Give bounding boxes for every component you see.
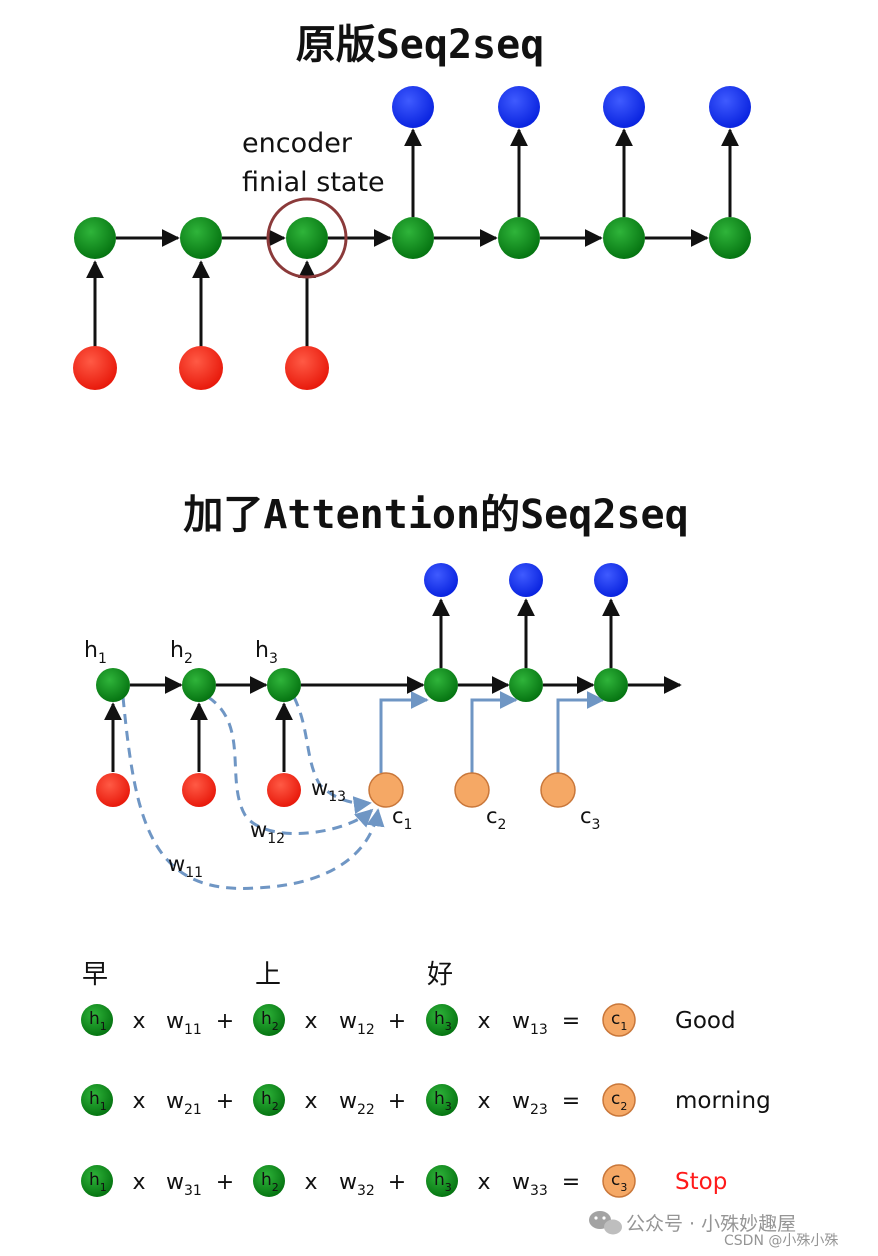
weight-label-w12: w12 [250,818,285,847]
weight-label-w11: w11 [168,852,203,881]
eq-output-word: Stop [675,1169,727,1195]
watermark-account: 公众号 · 小殊妙趣屋 [626,1213,796,1235]
top-input-nodes [73,346,329,390]
eq-hidden-node: h1 [81,1004,113,1036]
attention-weight-curves [121,695,385,890]
eq-hidden-node: h1 [81,1165,113,1197]
encoder-note-line1: encoder [242,128,353,159]
mid-output-nodes [424,563,628,597]
svg-text:h1: h1 [89,1170,107,1194]
times-sign: x [304,1089,317,1114]
eq-context-node: c2 [602,1083,636,1117]
top-vertical-arrows [86,128,739,348]
context-label-2: c2 [486,804,506,833]
equations: h1 x w11 + h2 x w12 + h3 x w13 = c1 Good h1 x w21 + h2 x w22… [81,1003,771,1199]
eq-weight-label: w23 [512,1089,548,1118]
hidden-label-3: h3 [255,638,278,667]
eq-hidden-node: h1 [81,1084,113,1116]
top-output-nodes [392,86,751,128]
svg-text:c1: c1 [611,1009,627,1033]
eq-weight-label: w31 [166,1170,202,1199]
eq-hidden-node: h2 [253,1084,285,1116]
times-sign: x [304,1009,317,1034]
times-sign: x [477,1009,490,1034]
eq-weight-label: w12 [339,1009,375,1038]
source-word-3: 好 [427,960,453,990]
equation-row-1: h1 x w11 + h2 x w12 + h3 x w13 = c1 Good [81,1003,736,1038]
eq-output-word: morning [675,1088,771,1114]
plus-sign: + [388,1089,406,1114]
eq-hidden-node: h3 [426,1004,458,1036]
svg-text:c3: c3 [611,1170,627,1194]
equals-sign: = [562,1170,580,1195]
eq-hidden-node: h2 [253,1004,285,1036]
watermark: 公众号 · 小殊妙趣屋 CSDN @小殊小殊 [589,1211,838,1249]
eq-weight-label: w11 [166,1009,202,1038]
svg-text:h3: h3 [434,1170,452,1194]
context-arrows [379,691,605,773]
eq-weight-label: w21 [166,1089,202,1118]
context-label-3: c3 [580,804,600,833]
mid-vertical-arrows [104,598,620,772]
eq-hidden-node: h3 [426,1084,458,1116]
encoder-note-line2: finial state [242,167,385,198]
eq-weight-label: w13 [512,1009,548,1038]
eq-context-node: c1 [602,1003,636,1037]
title-attention: 加了Attention的Seq2seq [183,492,688,538]
plus-sign: + [388,1009,406,1034]
eq-weight-label: w22 [339,1089,375,1118]
times-sign: x [477,1089,490,1114]
svg-text:h1: h1 [89,1089,107,1113]
svg-text:h3: h3 [434,1089,452,1113]
mid-input-nodes [96,773,301,807]
equals-sign: = [562,1009,580,1034]
hidden-label-2: h2 [170,638,193,667]
title-original: 原版Seq2seq [296,22,545,68]
encoder-final-state-highlight [266,197,348,279]
mid-hidden-nodes [96,668,628,702]
plus-sign: + [388,1170,406,1195]
eq-hidden-node: h3 [426,1165,458,1197]
svg-text:h2: h2 [261,1009,279,1033]
hidden-label-1: h1 [84,638,107,667]
eq-weight-label: w32 [339,1170,375,1199]
source-word-1: 早 [82,960,108,990]
eq-hidden-node: h2 [253,1165,285,1197]
source-word-2: 上 [255,960,281,990]
svg-text:h2: h2 [261,1089,279,1113]
context-nodes [368,772,576,808]
wechat-icon [589,1211,622,1235]
svg-text:c2: c2 [611,1089,627,1113]
eq-context-node: c3 [602,1164,636,1198]
plus-sign: + [216,1170,234,1195]
svg-text:h1: h1 [89,1009,107,1033]
equation-row-2: h1 x w21 + h2 x w22 + h3 x w23 = c2 morning [81,1083,771,1118]
times-sign: x [477,1170,490,1195]
svg-text:h3: h3 [434,1009,452,1033]
times-sign: x [304,1170,317,1195]
equals-sign: = [562,1089,580,1114]
times-sign: x [132,1170,145,1195]
weight-label-w13: w13 [311,776,346,805]
eq-output-word: Good [675,1008,736,1034]
equation-row-3: h1 x w31 + h2 x w32 + h3 x w33 = c3 Stop [81,1164,727,1199]
times-sign: x [132,1009,145,1034]
eq-weight-label: w33 [512,1170,548,1199]
context-label-1: c1 [392,804,412,833]
plus-sign: + [216,1089,234,1114]
top-hidden-nodes [74,217,751,259]
svg-text:h2: h2 [261,1170,279,1194]
plus-sign: + [216,1009,234,1034]
times-sign: x [132,1089,145,1114]
watermark-csdn: CSDN @小殊小殊 [724,1233,838,1249]
